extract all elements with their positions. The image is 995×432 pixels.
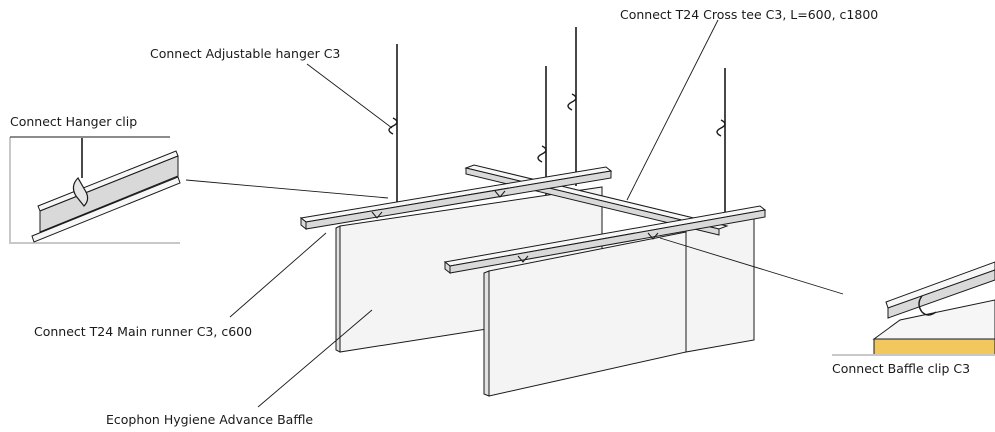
baffle-clip-mark-4	[647, 232, 659, 240]
inset-runner-flange	[31, 176, 181, 243]
baffle-front-edge	[483, 270, 490, 397]
inset-baffle-core	[873, 338, 995, 356]
inset-hanger-clip-frame	[9, 137, 180, 244]
inset-hanger-clip-shape	[72, 177, 89, 207]
inset-runner-web	[39, 155, 179, 233]
inset-baffle-clip	[832, 261, 995, 356]
label-hanger-clip: Connect Hanger clip	[10, 114, 137, 129]
baffle-clip-mark-2	[494, 190, 506, 198]
label-main-runner: Connect T24 Main runner C3, c600	[34, 324, 252, 339]
main-runner-front	[443, 205, 767, 275]
baffle-clip-mark-3	[517, 255, 529, 263]
inset-baffle-clip-shape	[918, 295, 937, 316]
inset-runner2-web	[887, 269, 995, 319]
text-labels: Connect T24 Cross tee C3, L=600, c1800 C…	[10, 7, 970, 427]
inset-hanger-clip	[9, 136, 181, 244]
inset-baffle-top	[872, 299, 995, 340]
leader-cross-tee	[626, 19, 719, 201]
adjustable-hanger-spring-3	[567, 93, 577, 111]
leader-baffle-clip	[659, 237, 844, 295]
baffle-panel-right	[685, 216, 755, 353]
baffle-right-face	[685, 216, 755, 353]
leader-main-runner	[229, 232, 327, 318]
leader-adjustable-hanger	[306, 63, 393, 129]
main-runner-back-face	[305, 170, 612, 230]
adjustable-hanger-spring-1	[388, 117, 398, 135]
label-baffle: Ecophon Hygiene Advance Baffle	[106, 412, 313, 427]
main-runner-front-face	[449, 209, 766, 274]
inset-runner2-top	[885, 261, 995, 309]
leader-baffle	[257, 309, 373, 408]
leader-hanger-clip	[185, 179, 389, 199]
baffle-clip-mark-1	[371, 211, 383, 219]
adjustable-hanger-spring-4	[716, 119, 726, 137]
baffle-back-edge	[335, 225, 341, 353]
baffle-panel-front	[483, 231, 687, 397]
label-baffle-clip: Connect Baffle clip C3	[832, 361, 970, 376]
main-runner-back	[299, 166, 613, 231]
label-cross-tee: Connect T24 Cross tee C3, L=600, c1800	[620, 7, 878, 22]
adjustable-hanger-spring-2	[537, 145, 547, 163]
leader-lines	[185, 19, 844, 408]
label-adjustable-hanger: Connect Adjustable hanger C3	[150, 46, 340, 61]
